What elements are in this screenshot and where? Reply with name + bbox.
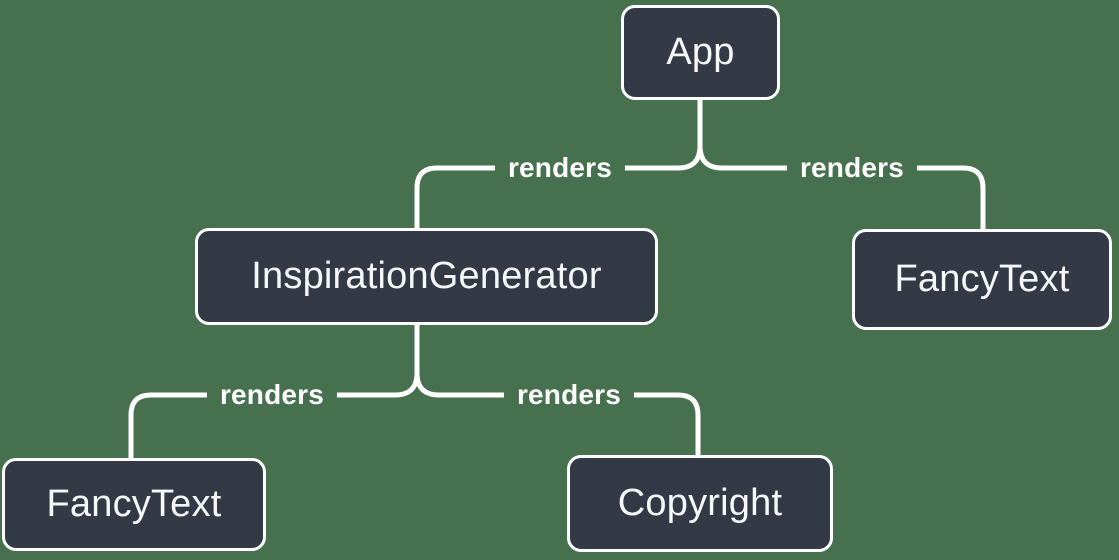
- edge-label-inspirationgenerator-copyright: renders: [503, 377, 635, 413]
- node-copyright: Copyright: [567, 455, 833, 552]
- node-fancy-text-top-right: FancyText: [852, 229, 1112, 330]
- node-inspiration-generator: InspirationGenerator: [195, 228, 658, 325]
- node-fancy-text-bottom-left: FancyText: [2, 458, 266, 551]
- edge-label-app-fancytext: renders: [786, 150, 918, 186]
- edge-label-app-inspirationgenerator: renders: [494, 150, 626, 186]
- edge-label-inspirationgenerator-fancytext: renders: [206, 377, 338, 413]
- node-app: App: [621, 5, 780, 100]
